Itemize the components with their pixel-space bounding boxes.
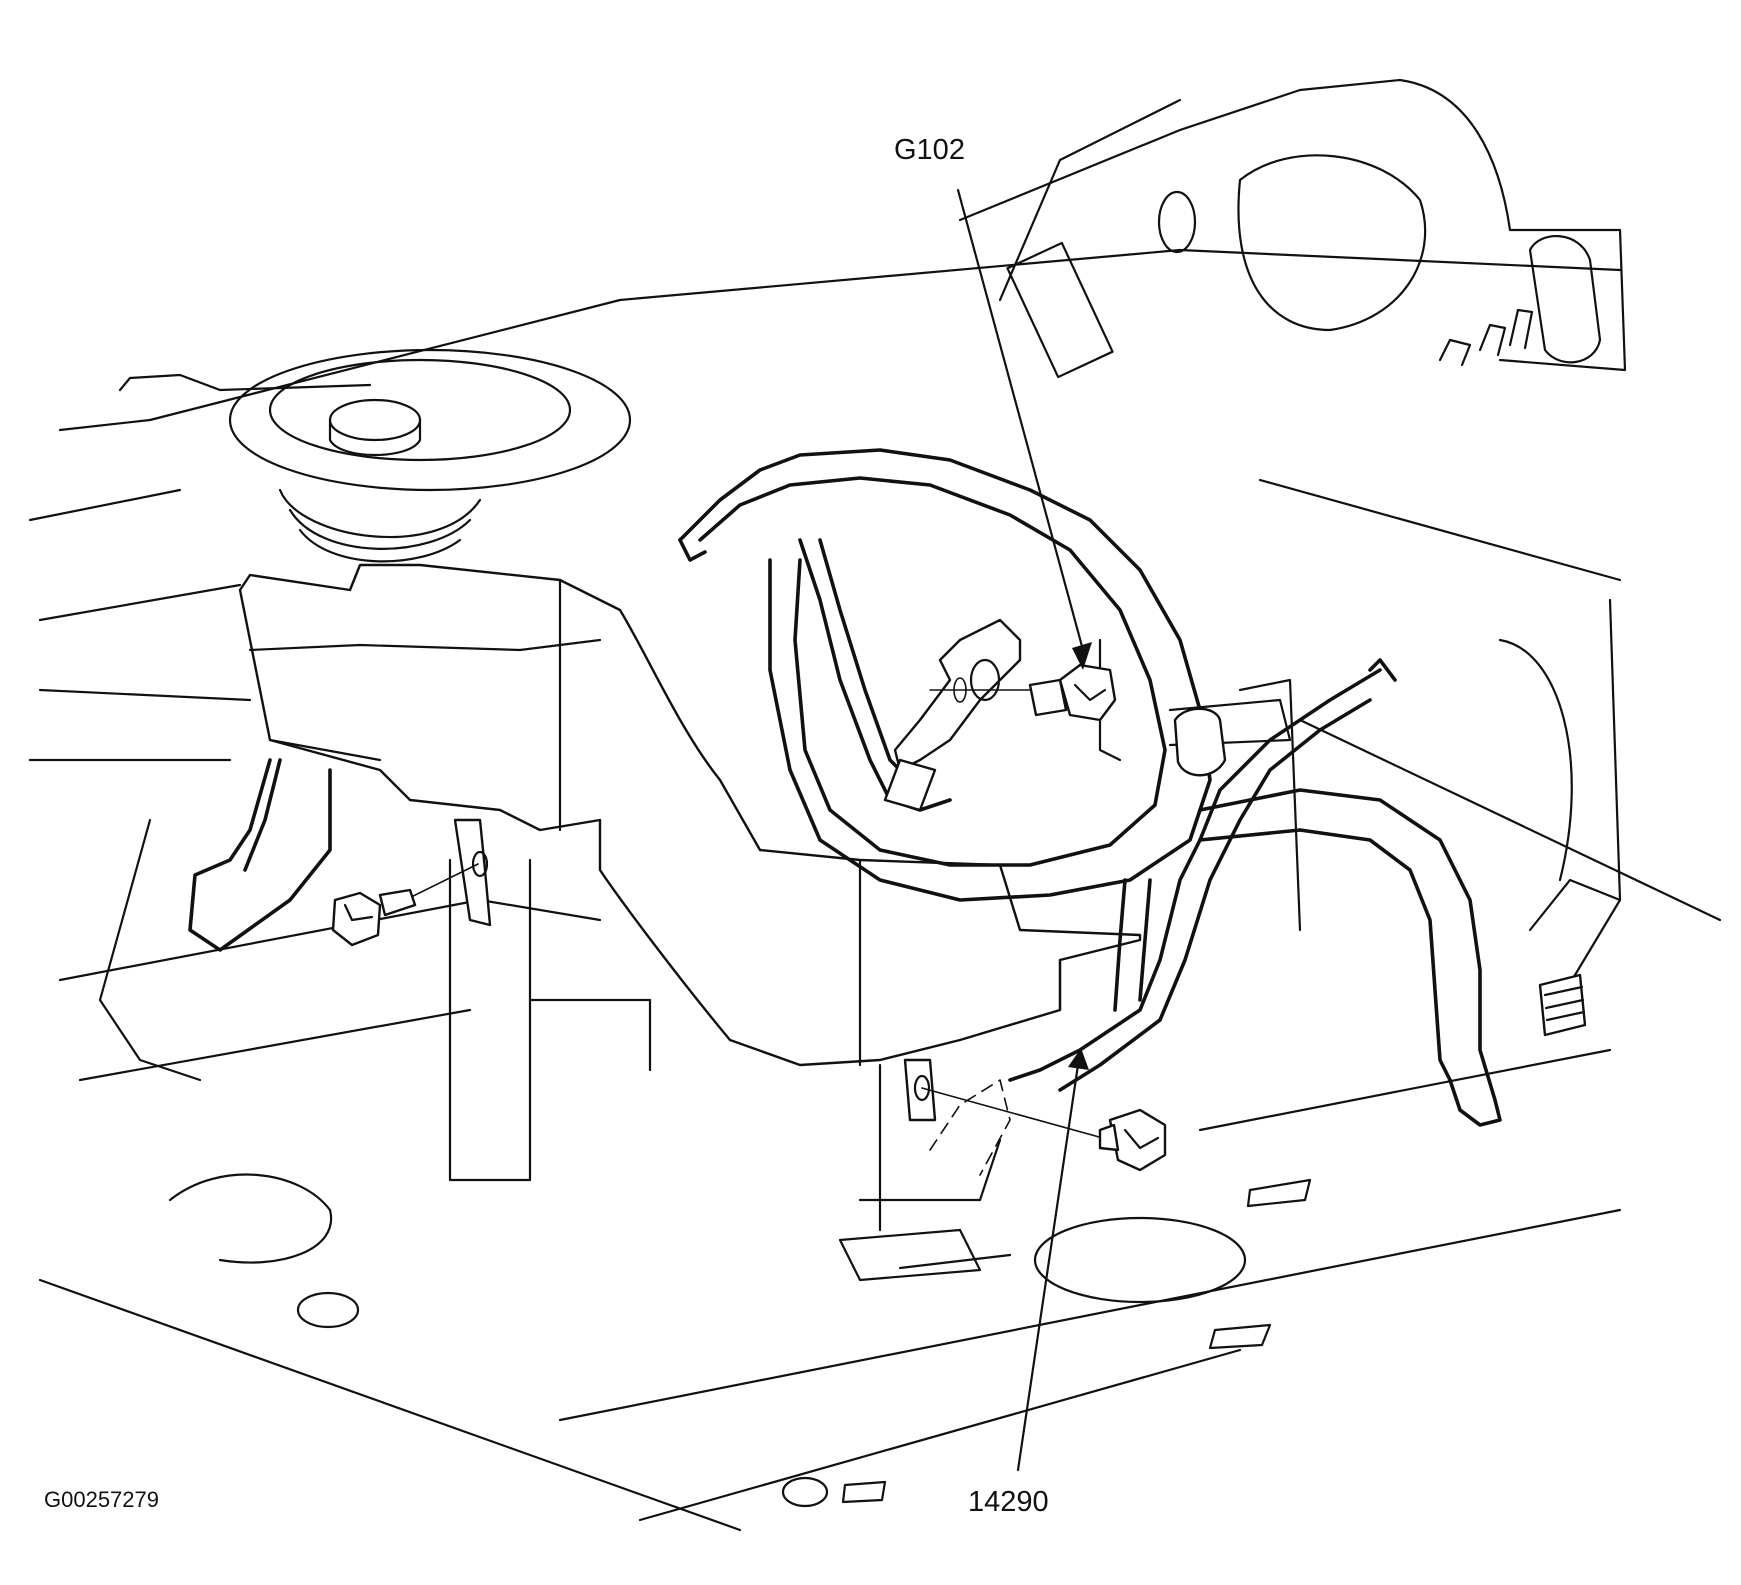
stud-icon	[1538, 973, 1587, 1037]
harness-14290-callout: 14290	[968, 1486, 1049, 1518]
harness-bracket-housing	[238, 563, 1302, 1232]
leader-line-harness	[1016, 1048, 1089, 1472]
figure-id: G00257279	[44, 1487, 159, 1512]
ground-g102-callout: G102	[894, 134, 965, 166]
pulley-assembly	[118, 348, 632, 563]
leader-line-ground	[956, 188, 1092, 670]
left-mounting-tab	[394, 818, 492, 927]
hidden-clip-outline	[929, 1079, 1011, 1176]
right-bolt-icon	[1098, 1108, 1167, 1172]
harness-connector	[1173, 707, 1227, 777]
wiring-harness-right-loop	[1008, 658, 1502, 1127]
engine-background-lines	[28, 248, 1722, 1532]
left-bolt-icon	[331, 888, 417, 947]
engine-cover-top-right	[958, 78, 1627, 379]
wiring-harness-main	[678, 448, 1212, 902]
right-mounting-tab	[903, 1058, 1111, 1141]
ground-bolt-icon	[1028, 663, 1117, 722]
wiring-harness-left-drop	[188, 758, 332, 952]
ground-terminal-assembly	[883, 618, 1031, 812]
